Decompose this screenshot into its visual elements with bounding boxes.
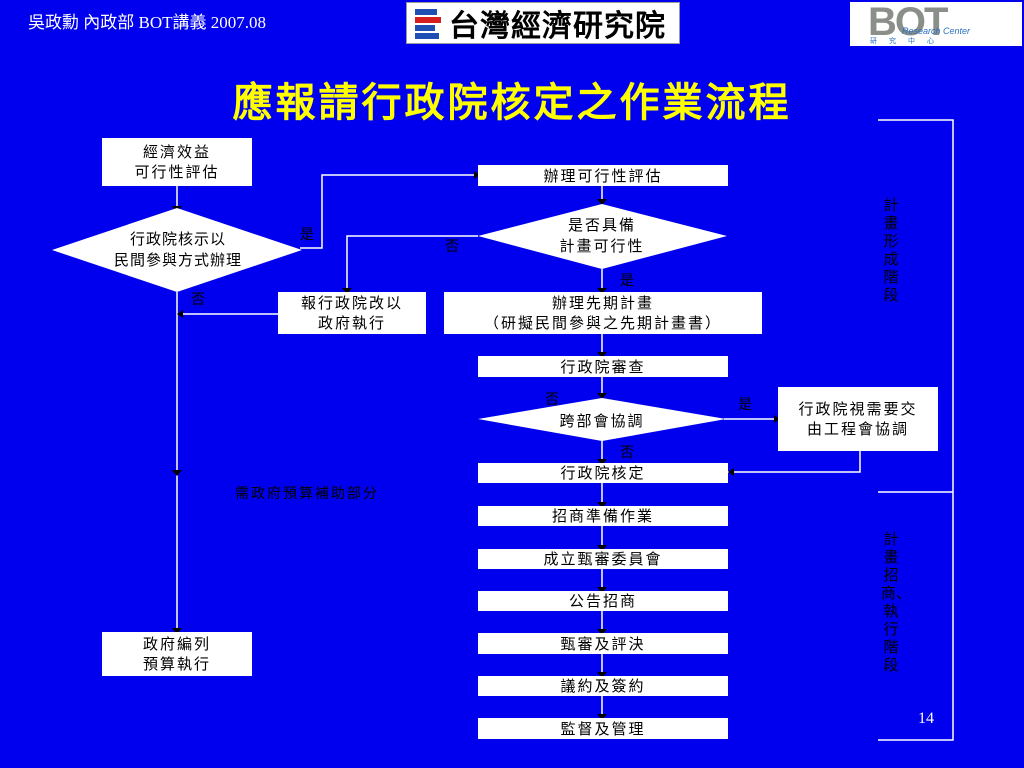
- feasible-q-line1: 是否具備: [567, 216, 636, 234]
- header-author-text: 吳政勳 內政部 BOT講義 2007.08: [28, 13, 266, 32]
- tender-prep-box: 招商準備作業: [478, 506, 728, 526]
- label-no-inter-top: 否: [545, 392, 559, 408]
- institute-logo-mark-icon: [415, 7, 441, 39]
- engineering-box: 行政院視需要交由工程會協調: [778, 387, 938, 451]
- exec-yuan-choice-text: 行政院核示以 民間參與方式辦理: [88, 229, 268, 271]
- exec-yuan-choice-line1: 行政院核示以: [129, 230, 226, 248]
- gov-budget-line2: 預算執行: [142, 655, 211, 673]
- bot-logo: BOT Research Center 研究中心: [850, 0, 1022, 46]
- select-box: 甄審及評決: [478, 633, 728, 654]
- page-title: 應報請行政院核定之作業流程: [232, 79, 792, 126]
- engineering-line2: 由工程會協調: [806, 420, 909, 438]
- feasibility-box: 辦理可行性評估: [478, 165, 728, 186]
- institute-logo-text: 台灣經濟研究院: [449, 9, 666, 44]
- announce-box: 公告招商: [478, 591, 728, 611]
- committee-box: 成立甄審委員會: [478, 549, 728, 569]
- supervise-box: 監督及管理: [478, 718, 728, 739]
- feasible-question-diamond: [478, 204, 727, 269]
- phase-planning-label: 計畫形成階段: [883, 196, 899, 304]
- label-no-inter-bottom: 否: [620, 445, 634, 461]
- institute-logo: 台灣經濟研究院: [406, 2, 680, 44]
- report-change-box: 報行政院改以政府執行: [278, 292, 426, 334]
- contract-box: 議約及簽約: [478, 676, 728, 696]
- phase-tender-label: 計畫招商、執行階段: [881, 530, 912, 674]
- label-no-feasible: 否: [445, 239, 459, 255]
- inter-dept-text: 跨部會協調: [559, 412, 645, 430]
- gov-budget-line1: 政府編列: [142, 635, 211, 653]
- label-yes-inter: 是: [738, 397, 752, 413]
- econ-benefit-box: 經濟效益可行性評估: [102, 138, 252, 186]
- econ-line2: 可行性評估: [134, 163, 220, 181]
- budget-note: 需政府預算補助部分: [235, 486, 379, 502]
- preplan-line2: （研擬民間參與之先期計畫書）: [483, 314, 722, 332]
- engineering-line1: 行政院視需要交: [798, 400, 918, 418]
- feasible-question-text: 是否具備 計畫可行性: [530, 215, 674, 257]
- report-change-line1: 報行政院改以: [300, 294, 403, 312]
- label-yes-left: 是: [300, 227, 314, 243]
- label-no-left: 否: [191, 292, 205, 308]
- bot-logo-sub: Research Center: [902, 26, 971, 36]
- feasible-q-line2: 計畫可行性: [559, 237, 645, 255]
- review-box: 行政院審查: [478, 356, 728, 377]
- report-change-line2: 政府執行: [317, 314, 386, 332]
- inter-dept-diamond: [478, 398, 726, 441]
- page-number: 14: [918, 710, 934, 727]
- bot-logo-sub-cn: 研究中心: [870, 37, 946, 45]
- preplan-line1: 辦理先期計畫: [551, 294, 654, 312]
- approve-box: 行政院核定: [478, 463, 728, 483]
- exec-yuan-choice-diamond: [52, 208, 302, 292]
- econ-line1: 經濟效益: [142, 143, 211, 161]
- label-yes-feasible: 是: [620, 273, 634, 289]
- preplan-box: 辦理先期計畫 （研擬民間參與之先期計畫書）: [444, 292, 762, 334]
- exec-yuan-choice-line2: 民間參與方式辦理: [113, 251, 242, 269]
- bot-logo-text: BOT: [868, 0, 948, 44]
- gov-budget-box: 政府編列預算執行: [102, 632, 252, 676]
- phase-bracket-line: [878, 119, 954, 741]
